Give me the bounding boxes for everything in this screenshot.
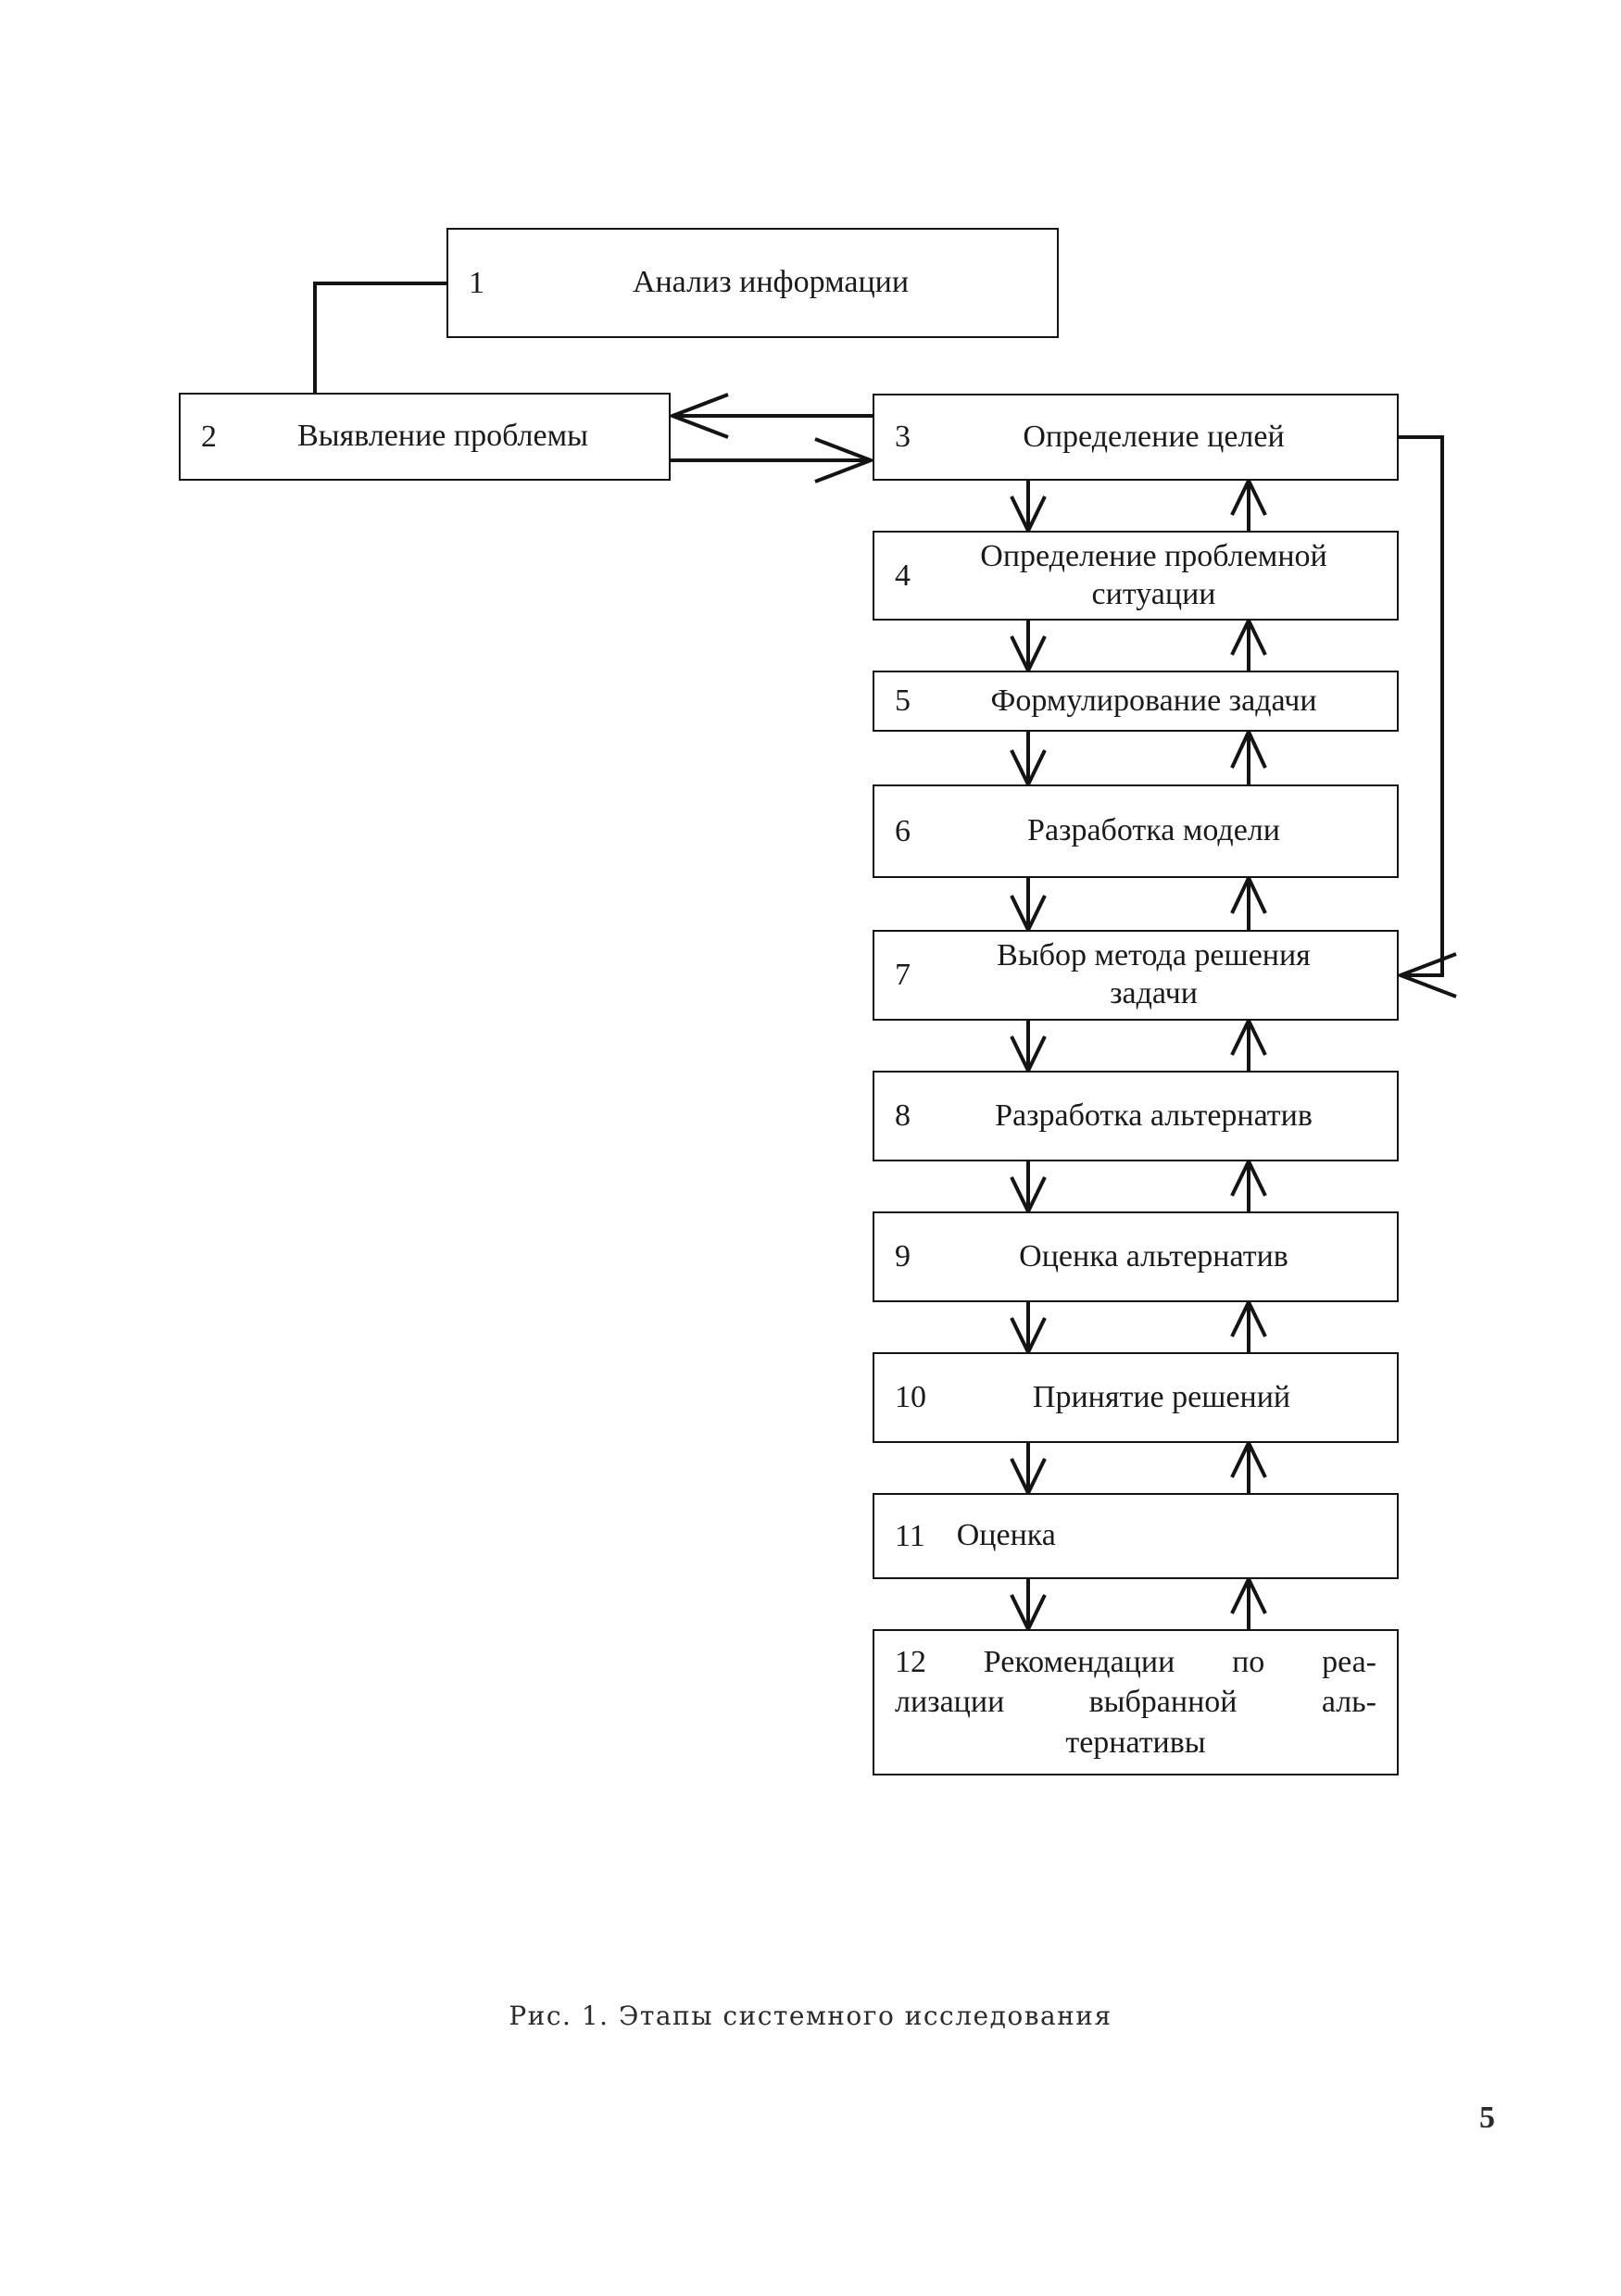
flow-node-5[interactable]: 5 Формулирование задачи: [873, 671, 1399, 732]
edge-4-to-3-head: [1230, 476, 1267, 516]
flow-node-2-label: Выявление проблемы: [297, 419, 588, 454]
edge-4-to-5-head: [1010, 635, 1047, 675]
flow-node-12-word-4: лизации: [895, 1685, 1005, 1720]
edge-10-to-9-head: [1230, 1298, 1267, 1337]
figure-caption: Рис. 1. Этапы системного исследования: [509, 2001, 1112, 2031]
flow-node-12-body: 12 Рекомендации по реа- лизации выбранно…: [874, 1642, 1397, 1763]
flow-node-9-label: Оценка альтернатив: [1019, 1238, 1288, 1273]
flow-node-7[interactable]: 7 Выбор метода решения задачи: [873, 930, 1399, 1021]
edge-7-to-8-head: [1010, 1035, 1047, 1075]
flow-node-8[interactable]: 8 Разработка альтернатив: [873, 1071, 1399, 1161]
flow-node-10[interactable]: 10 Принятие решений: [873, 1352, 1399, 1443]
flow-node-12-number: 12: [895, 1644, 926, 1679]
flow-node-12-word-2: по: [1232, 1644, 1265, 1679]
flow-node-2-number: 2: [201, 419, 217, 454]
flow-node-3-number: 3: [895, 420, 911, 455]
edge-9-to-10-head: [1010, 1317, 1047, 1357]
edge-1-to-2: [313, 282, 446, 393]
flow-node-11-label: Оценка: [956, 1518, 1056, 1553]
flow-node-3[interactable]: 3 Определение целей: [873, 394, 1399, 481]
flow-node-12-word-3: реа-: [1322, 1644, 1376, 1679]
edge-12-to-11-head: [1230, 1575, 1267, 1614]
flow-node-9-number: 9: [895, 1239, 911, 1274]
flow-node-1-label: Анализ информации: [632, 265, 910, 300]
flow-node-12-line-2: лизации выбранной аль-: [895, 1682, 1376, 1723]
edge-6-to-5-head: [1230, 727, 1267, 769]
flow-node-4-label: Определение проблемной ситуации: [980, 538, 1327, 611]
edge-3-to-7-head: [1395, 952, 1457, 998]
edge-10-to-11-head: [1010, 1458, 1047, 1498]
flow-node-1[interactable]: 1 Анализ информации: [446, 228, 1059, 338]
flow-node-8-label: Разработка альтернатив: [995, 1098, 1313, 1133]
flow-node-10-label: Принятие решений: [1032, 1379, 1291, 1414]
edge-8-to-7-head: [1230, 1016, 1267, 1056]
edge-7-to-6-head: [1230, 873, 1267, 914]
flow-node-2[interactable]: 2 Выявление проблемы: [179, 393, 671, 481]
edge-11-to-12-head: [1010, 1594, 1047, 1634]
edge-11-to-10-head: [1230, 1438, 1267, 1478]
flow-node-12-word-5: выбранной: [1088, 1685, 1238, 1720]
edge-3-to-4-head: [1010, 496, 1047, 535]
flow-node-5-number: 5: [895, 684, 911, 719]
edge-6-to-7-head: [1010, 895, 1047, 935]
flow-node-5-label: Формулирование задачи: [990, 683, 1317, 718]
flow-node-4-number: 4: [895, 558, 911, 593]
edge-5-to-6-head: [1010, 749, 1047, 789]
flow-node-12-line-1: 12 Рекомендации по реа-: [895, 1642, 1376, 1683]
flow-node-12-line-3: тернативы: [1065, 1725, 1206, 1760]
flow-node-8-number: 8: [895, 1098, 911, 1134]
edge-5-to-4-head: [1230, 616, 1267, 656]
flow-node-4[interactable]: 4 Определение проблемной ситуации: [873, 531, 1399, 621]
flow-node-11-number: 11: [895, 1518, 925, 1553]
flow-node-7-number: 7: [895, 958, 911, 993]
edge-3-to-7-line: [1399, 435, 1444, 977]
flow-node-10-number: 10: [895, 1380, 926, 1415]
flow-node-12[interactable]: 12 Рекомендации по реа- лизации выбранно…: [873, 1629, 1399, 1775]
flow-node-12-word-6: аль-: [1321, 1685, 1376, 1720]
flow-node-6-label: Разработка модели: [1027, 813, 1280, 848]
edge-9-to-8-head: [1230, 1157, 1267, 1197]
flow-node-12-word-1: Рекомендации: [983, 1644, 1175, 1679]
flow-node-3-label: Определение целей: [1023, 419, 1285, 454]
edge-3-to-2-head: [667, 393, 729, 439]
edge-2-to-3-head: [814, 437, 876, 483]
flow-node-11[interactable]: 11 Оценка: [873, 1493, 1399, 1579]
flow-node-7-label: Выбор метода решения задачи: [997, 938, 1311, 1010]
edge-8-to-9-head: [1010, 1176, 1047, 1216]
flow-node-6[interactable]: 6 Разработка модели: [873, 784, 1399, 878]
page-number: 5: [1479, 2101, 1495, 2135]
flow-node-6-number: 6: [895, 813, 911, 848]
flow-node-9[interactable]: 9 Оценка альтернатив: [873, 1211, 1399, 1302]
flow-node-1-number: 1: [469, 265, 484, 300]
